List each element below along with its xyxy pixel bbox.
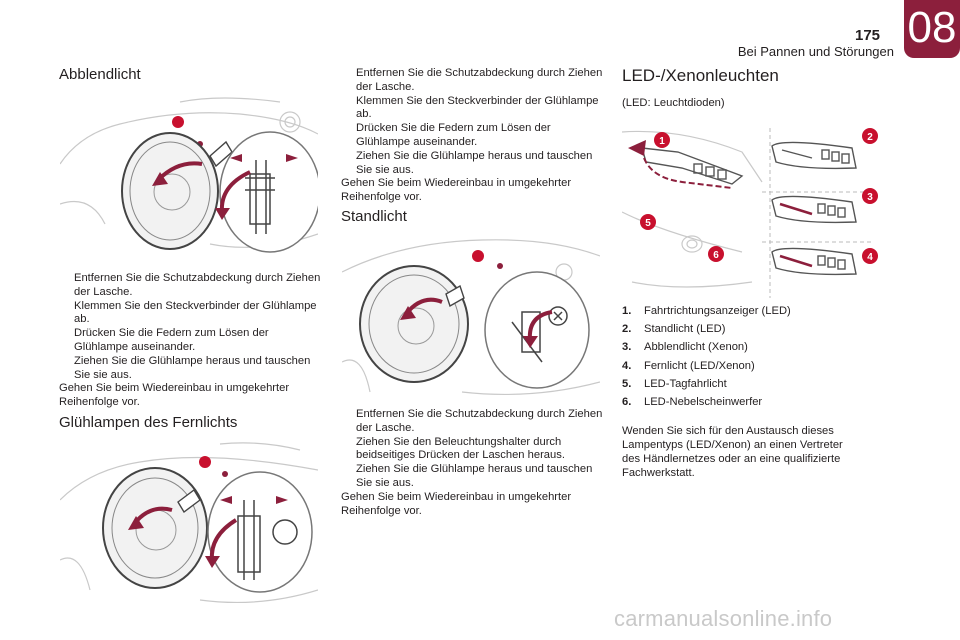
reassembly-note: Gehen Sie beim Wiedereinbau in umgekehrt… — [341, 490, 572, 517]
list-item: 1.Fahrtrichtungsanzeiger (LED) — [622, 305, 791, 317]
callout-marker — [862, 248, 878, 264]
list-item: 4.Fernlicht (LED/Xenon) — [622, 359, 755, 372]
section-subtitle-led: (LED: Leuchtdioden) — [622, 97, 725, 109]
callout-label: 2 — [867, 132, 873, 143]
steps-fernlicht: Entfernen Sie die Schutzabdeckung durch … — [341, 67, 603, 205]
callout-marker — [640, 214, 656, 230]
callout-label: 5 — [645, 218, 651, 229]
list-item: Klemmen Sie den Steckverbinder der Glühl… — [74, 299, 317, 326]
list-item: Ziehen Sie die Glühlampe heraus und taus… — [74, 354, 311, 381]
callout-label: 4 — [867, 252, 873, 263]
chapter-tab: 08 — [904, 0, 960, 58]
list-item: Entfernen Sie die Schutzabdeckung durch … — [356, 67, 603, 93]
callout-marker — [862, 128, 878, 144]
reassembly-note: Gehen Sie beim Wiedereinbau in umgekehrt… — [341, 177, 572, 204]
list-item: Drücken Sie die Federn zum Lösen der Glü… — [74, 327, 269, 353]
reassembly-note: Gehen Sie beim Wiedereinbau in umgekehrt… — [59, 382, 290, 409]
list-item: 3.Abblendlicht (Xenon) — [622, 341, 748, 354]
list-item: Klemmen Sie den Steckverbinder der Glühl… — [356, 94, 599, 121]
illustration-led-headlamps: 1 2 3 4 5 6 — [622, 122, 882, 302]
callout-label: 1 — [659, 136, 665, 147]
section-title-led-xenon: LED-/Xenonleuchten — [622, 66, 779, 85]
watermark: carmanualsonline.info — [614, 606, 833, 631]
illustration-abblendlicht — [60, 94, 318, 266]
service-note: Wenden Sie sich für den Austausch dieses… — [622, 425, 843, 479]
callout-marker — [708, 246, 724, 262]
list-item: 6.LED-Nebelscheinwerfer — [622, 396, 763, 409]
section-title-abblendlicht: Abblendlicht — [59, 66, 141, 83]
callout-label: 6 — [713, 250, 719, 261]
list-item: Drücken Sie die Federn zum Lösen der Glü… — [356, 122, 551, 148]
steps-abblendlicht: Entfernen Sie die Schutzabdeckung durch … — [59, 272, 321, 410]
section-title-fernlicht: Glühlampen des Fernlichts — [59, 414, 238, 431]
page-number: 175 — [855, 27, 881, 44]
list-item: 5.LED-Tagfahrlicht — [622, 377, 727, 390]
list-item: Entfernen Sie die Schutzabdeckung durch … — [74, 272, 321, 298]
page-subtitle: Bei Pannen und Störungen — [737, 44, 894, 59]
callout-label: 3 — [867, 192, 873, 203]
callout-marker — [862, 188, 878, 204]
illustration-standlicht — [342, 232, 600, 400]
callout-marker — [654, 132, 670, 148]
illustration-fernlicht — [60, 440, 318, 610]
lamp-legend-list: 1.Fahrtrichtungsanzeiger (LED) 2.Standli… — [622, 302, 791, 411]
list-item: 2.Standlicht (LED) — [622, 323, 726, 336]
list-item: Ziehen Sie den Beleuchtungshalter durch … — [356, 435, 565, 462]
steps-standlicht: Entfernen Sie die Schutzabdeckung durch … — [341, 408, 603, 518]
section-title-standlicht: Standlicht — [341, 208, 407, 225]
list-item: Ziehen Sie die Glühlampe heraus und taus… — [356, 463, 593, 489]
list-item: Ziehen Sie die Glühlampe heraus und taus… — [356, 149, 593, 176]
list-item: Entfernen Sie die Schutzabdeckung durch … — [356, 408, 603, 434]
